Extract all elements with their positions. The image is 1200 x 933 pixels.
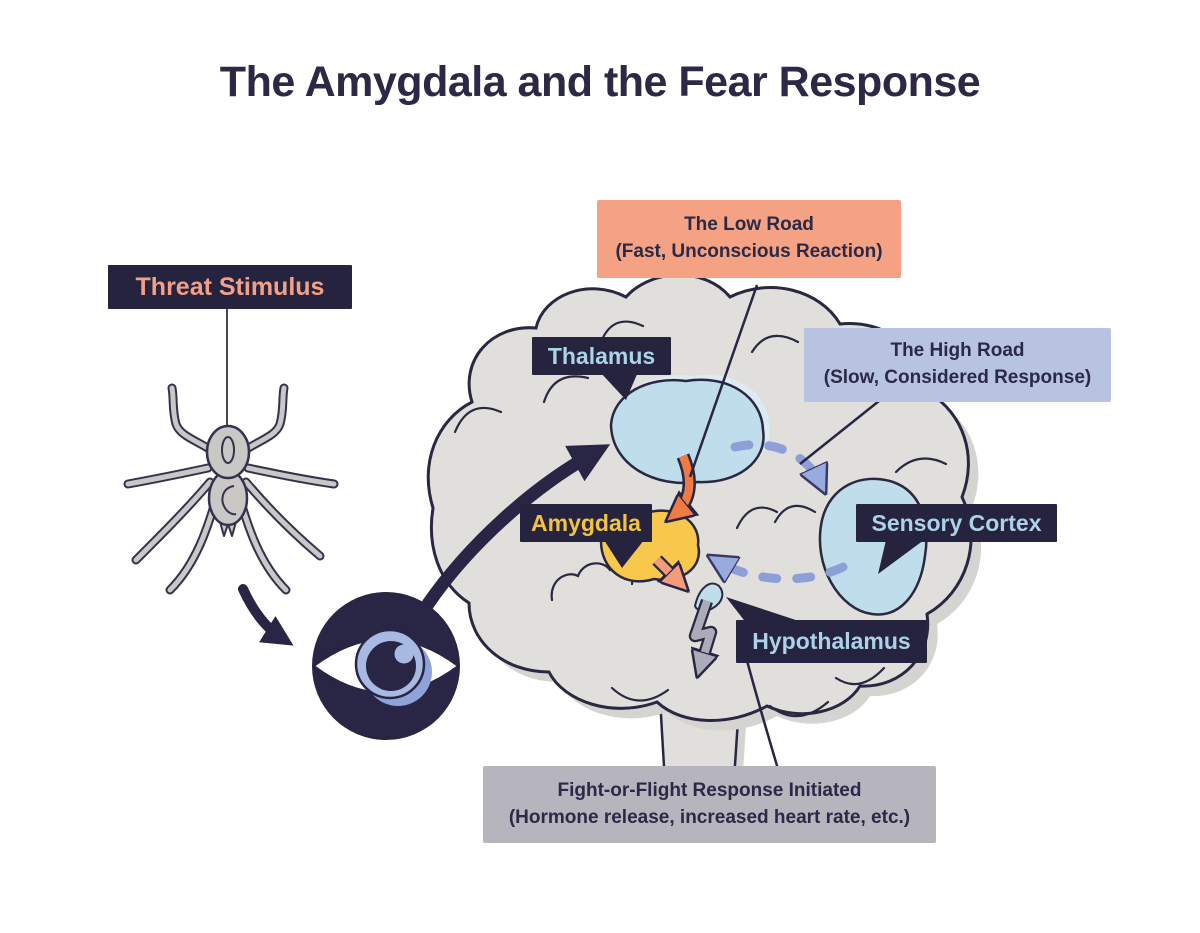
high-road-arrows [717,440,848,579]
high-road-line2: (Slow, Considered Response) [823,367,1092,388]
amygdala-text: Amygdala [531,509,641,536]
hypothalamus-text: Hypothalamus [752,628,911,654]
lightning-bolt-icon [688,598,720,668]
amygdala-pointer [604,540,644,568]
low-road-label: The Low Road (Fast, Unconscious Reaction… [597,200,901,278]
cortex-to-amygdala-arrow [717,561,848,579]
sensory-cortex-pointer [878,540,924,574]
fight-or-flight-line2: (Hormone release, increased heart rate, … [508,806,911,828]
thalamus-text: Thalamus [547,342,656,369]
brain-fold-lines [453,320,948,718]
hypothalamus-label: Hypothalamus [736,620,927,663]
thalamus-pointer [600,372,638,400]
spider-to-eye-arrow [238,584,294,646]
thalamus-label: Thalamus [532,337,671,375]
hypothalamus-pointer [726,597,808,624]
thalamus-to-cortex-arrow [730,440,821,484]
spider-head [205,424,251,480]
amygdala-to-hypothalamus-arrow [652,555,681,584]
threat-stimulus-label: Threat Stimulus [108,265,352,309]
low-road-line2: (Fast, Unconscious Reaction) [615,241,883,262]
high-road-line1: The High Road [890,340,1025,362]
thalamus-region [609,374,770,485]
eye-illustration [312,592,460,740]
low-road-line1: The Low Road [684,214,814,236]
high-road-callout-line [799,396,885,465]
eye-to-thalamus-arrow [421,444,611,611]
page-title: The Amygdala and the Fear Response [219,58,981,106]
threat-stimulus-text: Threat Stimulus [135,272,325,301]
fight-or-flight-line1: Fight-or-Flight Response Initiated [557,779,862,801]
sensory-cortex-text: Sensory Cortex [871,509,1042,536]
low-road-callout-line [688,284,759,478]
fight-or-flight-label: Fight-or-Flight Response Initiated (Horm… [483,766,936,843]
high-road-label: The High Road (Slow, Considered Response… [804,328,1111,402]
label-pointers [600,372,924,624]
spider-illustration [123,309,339,595]
amygdala-label: Amygdala [520,504,652,542]
sensory-cortex-label: Sensory Cortex [856,504,1057,542]
eye-highlight [394,644,414,664]
low-road-arrow [674,453,700,515]
